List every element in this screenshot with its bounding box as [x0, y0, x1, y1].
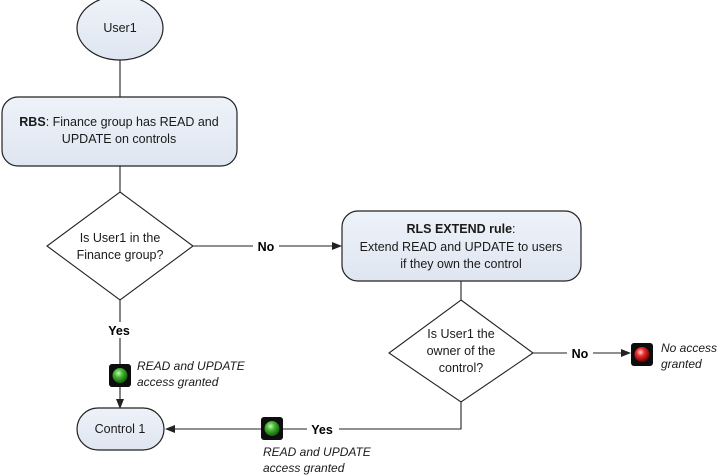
edge-label-no-2: No: [572, 347, 589, 361]
denied-note: No access granted: [661, 341, 717, 371]
rbs-line2: UPDATE on controls: [62, 132, 176, 146]
control1-label: Control 1: [95, 422, 146, 436]
red-light-icon: [631, 343, 653, 366]
rls-title: RLS EXTEND rule:: [406, 222, 515, 236]
process-rls-extend-rule: RLS EXTEND rule: Extend READ and UPDATE …: [341, 210, 582, 282]
start-node-user1: User1: [76, 0, 164, 61]
rls-line1: Extend READ and UPDATE to users: [360, 240, 563, 254]
granted-left-note: READ and UPDATE access granted: [137, 359, 246, 389]
granted-bottom-line2: access granted: [263, 461, 345, 475]
denied-line1: No access: [661, 341, 717, 355]
granted-bottom-note: READ and UPDATE access granted: [263, 445, 372, 475]
decision-owner-line2: owner of the: [427, 344, 496, 358]
decision-finance-line2: Finance group?: [77, 248, 164, 262]
user1-label: User1: [103, 21, 136, 35]
rls-line2: if they own the control: [400, 257, 522, 271]
granted-bottom-line1: READ and UPDATE: [263, 445, 372, 459]
decision-finance-group: Is User1 in the Finance group?: [46, 191, 194, 301]
granted-left-line1: READ and UPDATE: [137, 359, 246, 373]
rbs-line1: RBS: Finance group has READ and: [19, 115, 218, 129]
decision-owner-line1: Is User1 the: [427, 327, 494, 341]
terminal-control1: Control 1: [76, 407, 165, 451]
decision-owner-line3: control?: [439, 361, 484, 375]
green-light-icon: [261, 417, 283, 440]
edge-label-yes-2: Yes: [311, 423, 333, 437]
edge-label-yes-1: Yes: [108, 324, 130, 338]
granted-left-line2: access granted: [137, 375, 219, 389]
decision-finance-line1: Is User1 in the: [80, 231, 161, 245]
edge-labels: No Yes No Yes: [104, 238, 593, 437]
green-light-icon: [109, 364, 131, 387]
denied-line2: granted: [661, 357, 702, 371]
edge-label-no-1: No: [258, 240, 275, 254]
decision-owner: Is User1 the owner of the control?: [388, 299, 534, 403]
process-rbs: RBS: Finance group has READ and UPDATE o…: [1, 96, 238, 167]
